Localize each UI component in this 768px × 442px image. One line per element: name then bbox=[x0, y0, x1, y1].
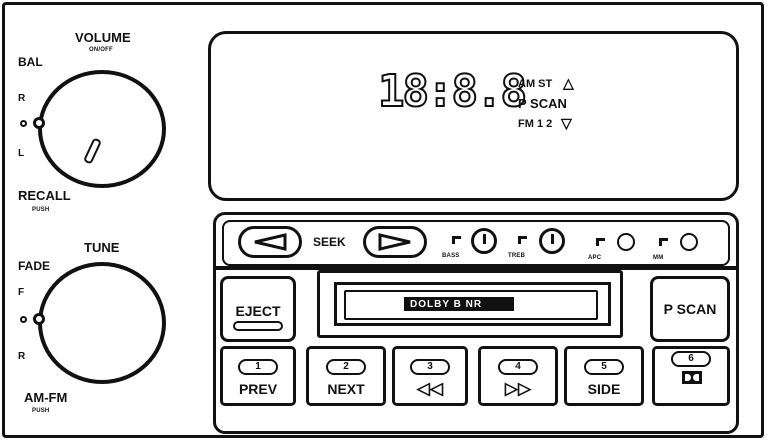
preset-1-button[interactable]: 1 PREV bbox=[220, 346, 296, 406]
fade-label: FADE bbox=[18, 259, 51, 273]
mm-button[interactable] bbox=[680, 233, 698, 251]
preset-2-label: NEXT bbox=[327, 381, 365, 397]
preset-5-button[interactable]: 5 SIDE bbox=[564, 346, 644, 406]
eject-label: EJECT bbox=[235, 303, 281, 319]
bass-knob[interactable] bbox=[471, 228, 497, 254]
right-triangle-icon bbox=[378, 233, 411, 251]
recall-label: RECALL bbox=[18, 188, 71, 203]
cassette-window bbox=[344, 290, 598, 320]
volume-knob-notch bbox=[33, 117, 45, 129]
amfm-label: AM-FM bbox=[24, 390, 68, 405]
treble-knob[interactable] bbox=[539, 228, 565, 254]
tune-label: TUNE bbox=[84, 240, 120, 255]
lcd-display bbox=[208, 31, 739, 201]
treb-label: TREB bbox=[508, 253, 526, 259]
pscan-button-label: P SCAN bbox=[663, 301, 717, 317]
preset-2-button[interactable]: 2 NEXT bbox=[306, 346, 386, 406]
apc-label: APC bbox=[588, 255, 602, 261]
eject-button[interactable]: EJECT bbox=[220, 276, 296, 342]
preset-1-number: 1 bbox=[238, 359, 278, 375]
preset-3-button[interactable]: 3 ◁◁ bbox=[392, 346, 468, 406]
preset-6-button[interactable]: 6 bbox=[652, 346, 730, 406]
p-scan-indicator: P SCAN bbox=[518, 96, 567, 111]
dolby-label: DOLBY B NR bbox=[404, 297, 514, 311]
bal-left-label: L bbox=[18, 148, 25, 159]
rewind-icon: ◁◁ bbox=[416, 379, 444, 398]
bass-label: BASS bbox=[442, 253, 460, 259]
preset-2-number: 2 bbox=[326, 359, 366, 375]
apc-button[interactable] bbox=[617, 233, 635, 251]
preset-4-button[interactable]: 4 ▷▷ bbox=[478, 346, 558, 406]
mm-label: MM bbox=[653, 255, 664, 261]
clock-digits-top: 18:8.8 bbox=[377, 65, 528, 118]
preset-5-number: 5 bbox=[584, 359, 624, 375]
volume-label: VOLUME bbox=[75, 30, 131, 45]
bal-right-label: R bbox=[18, 93, 26, 104]
left-triangle-icon bbox=[254, 233, 287, 251]
mm-bracket-icon bbox=[659, 238, 668, 246]
preset-4-number: 4 bbox=[498, 359, 538, 375]
fade-front-label: F bbox=[18, 287, 25, 298]
preset-1-label: PREV bbox=[238, 381, 278, 397]
amfm-push-label: PUSH bbox=[32, 408, 50, 414]
preset-6-number: 6 bbox=[671, 351, 711, 367]
fm-band-indicator: FM 1 2 bbox=[518, 118, 553, 130]
preset-3-number: 3 bbox=[410, 359, 450, 375]
recall-push-label: PUSH bbox=[32, 207, 50, 213]
seek-label: SEEK bbox=[313, 235, 346, 249]
eject-bar-icon bbox=[233, 321, 283, 331]
fade-rear-label: R bbox=[18, 351, 26, 362]
dolby-icon bbox=[682, 371, 702, 384]
fade-indicator-icon bbox=[20, 316, 27, 323]
preset-5-label: SIDE bbox=[587, 381, 621, 397]
bal-label: BAL bbox=[18, 55, 43, 69]
up-arrow-icon: △ bbox=[563, 75, 574, 91]
strip-divider bbox=[216, 266, 736, 270]
volume-knob[interactable] bbox=[38, 70, 166, 188]
am-st-indicator: AM ST bbox=[518, 78, 553, 90]
apc-bracket-icon bbox=[596, 238, 605, 246]
fast-forward-icon: ▷▷ bbox=[504, 379, 532, 398]
balance-indicator-icon bbox=[20, 120, 27, 127]
onoff-label: ON/OFF bbox=[89, 47, 113, 53]
down-arrow-icon: ▽ bbox=[561, 115, 572, 131]
treb-bracket-icon bbox=[518, 236, 527, 244]
tune-knob-notch bbox=[33, 313, 45, 325]
seek-down-button[interactable] bbox=[238, 226, 302, 258]
bass-bracket-icon bbox=[452, 236, 461, 244]
pscan-button[interactable]: P SCAN bbox=[650, 276, 730, 342]
tune-knob[interactable] bbox=[38, 262, 166, 384]
seek-up-button[interactable] bbox=[363, 226, 427, 258]
